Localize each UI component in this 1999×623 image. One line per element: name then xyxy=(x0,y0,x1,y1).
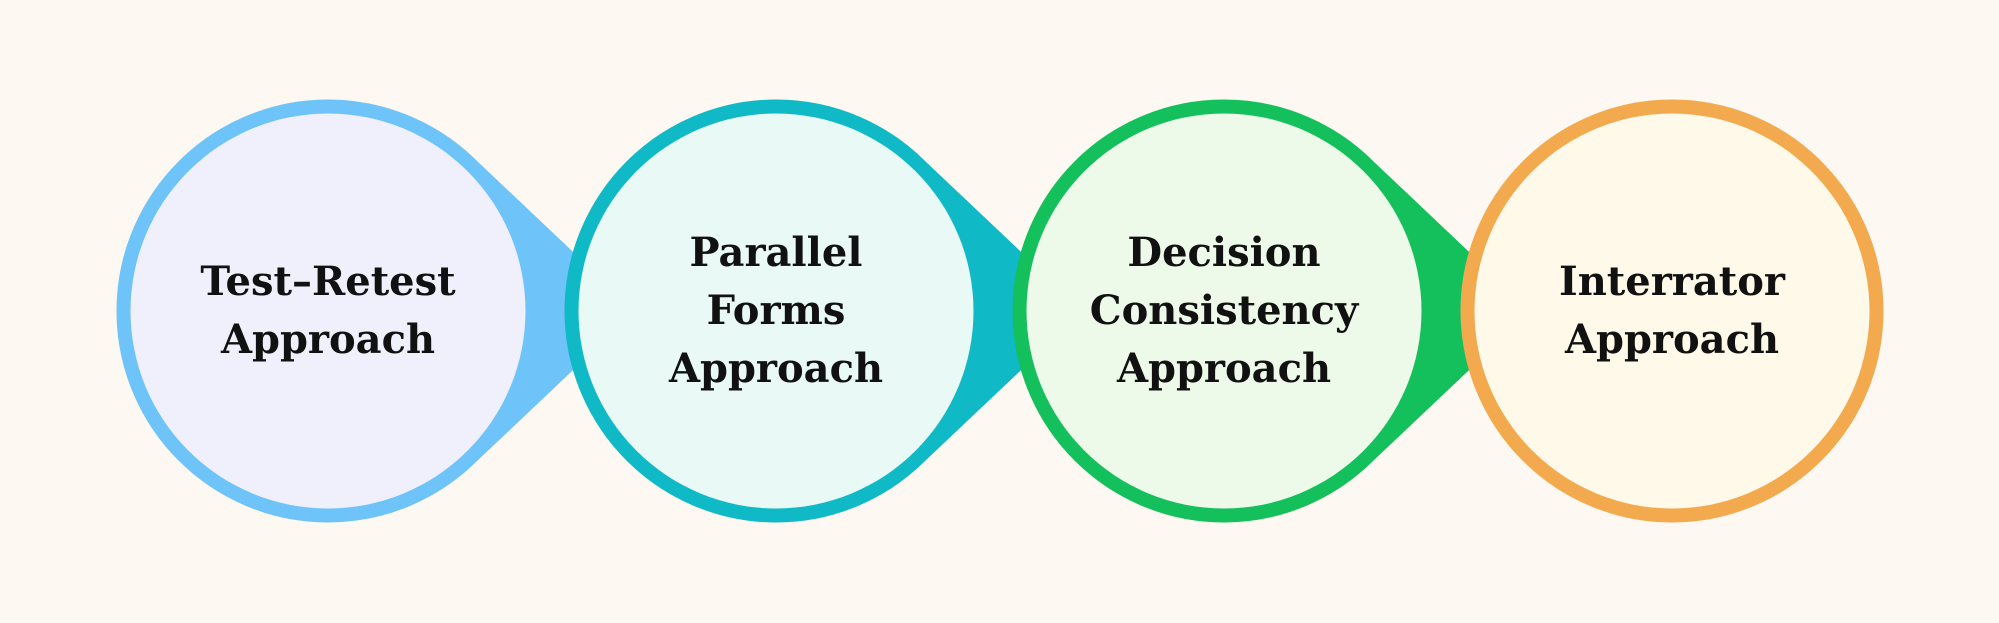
step-parallel-forms xyxy=(564,99,1084,523)
step-label-interrator: Interrator Approach xyxy=(1558,258,1785,363)
step-label-parallel-forms: Parallel Forms Approach xyxy=(668,229,884,392)
step-interrator xyxy=(1460,99,1884,523)
step-label-test-retest: Test–Retest Approach xyxy=(200,258,456,363)
step-inner-circle-parallel-forms xyxy=(578,113,974,509)
step-decision-consistency xyxy=(1012,99,1532,523)
step-test-retest xyxy=(116,99,636,523)
step-label-decision-consistency: Decision Consistency Approach xyxy=(1089,229,1359,392)
step-inner-circle-interrator xyxy=(1474,113,1870,509)
step-inner-circle-decision-consistency xyxy=(1026,113,1422,509)
step-inner-circle-test-retest xyxy=(130,113,526,509)
